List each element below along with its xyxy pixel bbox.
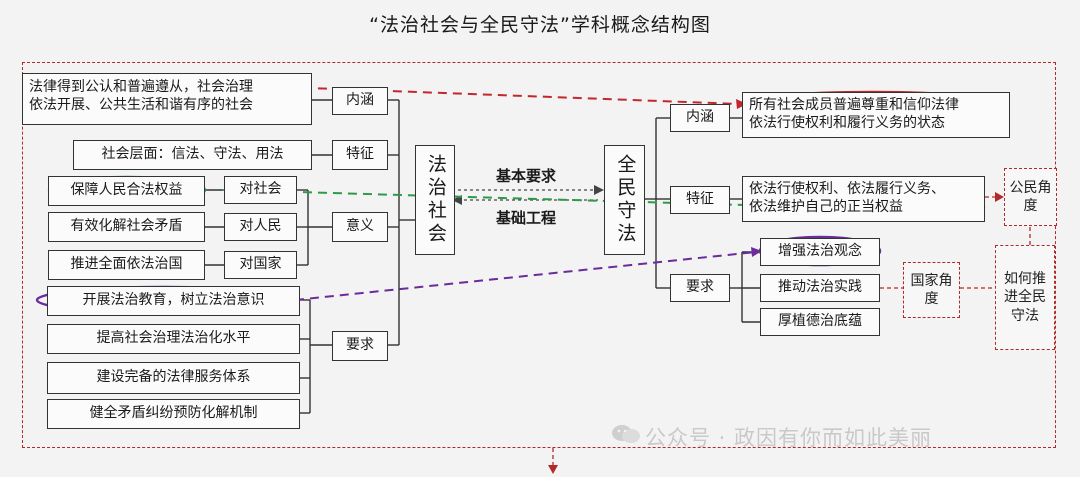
- left-neihan-line-1: 法律得到公认和普遍遵从，社会治理: [29, 79, 253, 95]
- left-tezheng-label: 特征: [332, 140, 388, 170]
- gongmin-angle-box: 公民角度: [1004, 168, 1057, 226]
- left-tezheng-text: 社会层面：信法、守法、用法: [73, 140, 312, 170]
- left-center-box: 法治社会: [415, 145, 455, 255]
- left-neihan-label: 内涵: [332, 87, 388, 115]
- right-tezheng-line-2: 依法维护自己的正当权益: [749, 198, 903, 215]
- right-neihan-text: 所有社会成员普遍尊重和信仰法律 依法行使权利和履行义务的状态: [742, 92, 1010, 138]
- right-center-box: 全民守法: [604, 145, 645, 255]
- left-yiyi-label: 意义: [332, 212, 388, 242]
- left-yaoqiu-item-2: 提高社会治理法治化水平: [47, 324, 300, 354]
- left-yiyi-sub-1: 对社会: [224, 176, 297, 204]
- left-yaoqiu-item-4: 健全矛盾纠纷预防化解机制: [47, 399, 300, 429]
- left-yaoqiu-item-3: 建设完备的法律服务体系: [47, 362, 300, 394]
- right-tezheng-label: 特征: [670, 186, 730, 214]
- right-tezheng-text: 依法行使权利、依法履行义务、 依法维护自己的正当权益: [742, 176, 985, 222]
- left-yiyi-item-1: 保障人民合法权益: [48, 176, 205, 206]
- left-yaoqiu-label: 要求: [332, 331, 388, 361]
- right-yaoqiu-item-1: 增强法治观念: [760, 238, 880, 266]
- left-neihan-text: 法律得到公认和普遍遵从，社会治理 依法开展、公共生活和谐有序的社会: [22, 73, 312, 125]
- wechat-icon: [612, 425, 640, 443]
- left-yaoqiu-item-1: 开展法治教育，树立法治意识: [47, 286, 300, 316]
- left-yiyi-item-2: 有效化解社会矛盾: [48, 212, 205, 242]
- outer-frame: [22, 62, 1056, 448]
- left-neihan-line-2: 依法开展、公共生活和谐有序的社会: [29, 96, 253, 113]
- right-yaoqiu-item-2: 推动法治实践: [760, 274, 880, 302]
- middle-bottom-label: 基础工程: [496, 209, 557, 227]
- guojia-angle-box: 国家角度: [903, 262, 960, 318]
- left-yiyi-sub-2: 对人民: [224, 213, 297, 241]
- diagram-title: “法治社会与全民守法”学科概念结构图: [369, 14, 711, 36]
- right-yaoqiu-label: 要求: [670, 274, 730, 302]
- right-neihan-line-2: 依法行使权利和履行义务的状态: [749, 114, 945, 131]
- right-yaoqiu-item-3: 厚植德治底蕴: [760, 308, 880, 336]
- left-yiyi-sub-3: 对国家: [224, 251, 297, 279]
- middle-top-label: 基本要求: [496, 167, 557, 185]
- ruhe-box: 如何推进全民守法: [995, 245, 1055, 350]
- watermark-text: 公众号 · 政因有你而如此美丽: [645, 426, 933, 450]
- right-neihan-line-1: 所有社会成员普遍尊重和信仰法律: [749, 97, 959, 113]
- right-tezheng-line-1: 依法行使权利、依法履行义务、: [749, 181, 945, 197]
- left-yiyi-item-3: 推进全面依法治国: [48, 250, 205, 280]
- right-neihan-label: 内涵: [670, 104, 730, 132]
